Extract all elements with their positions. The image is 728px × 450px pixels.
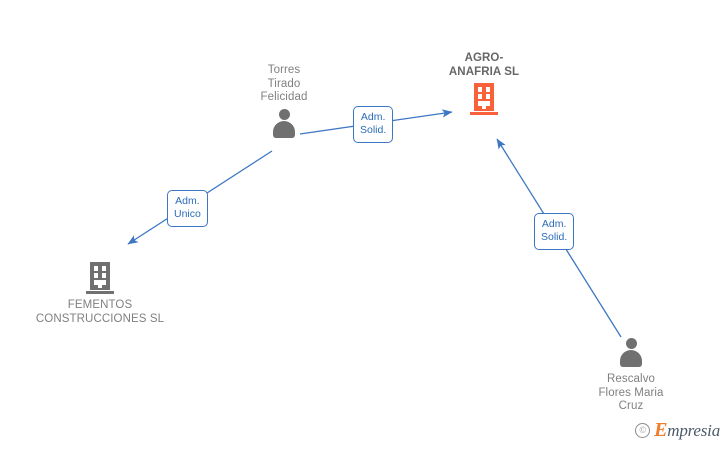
edge-label-torres-to-fementos[interactable]: Adm. Unico [167,190,208,227]
edge-label-torres-to-agro[interactable]: Adm. Solid. [353,106,394,143]
node-rescalvo[interactable]: Rescalvo Flores Maria Cruz [556,338,706,414]
node-fementos[interactable]: FEMENTOS CONSTRUCCIONES SL [25,262,175,326]
person-icon [618,338,644,368]
person-icon [271,108,297,139]
building-icon [470,83,498,115]
node-agro-anafria[interactable]: AGRO- ANAFRIA SL [409,52,559,115]
node-fementos-label: FEMENTOS CONSTRUCCIONES SL [35,299,165,325]
brand-initial: E [654,419,668,441]
empresia-watermark: © Empresia [635,419,720,442]
copyright-icon: © [635,423,651,438]
node-torres-tirado[interactable]: Torres Tirado Felicidad [209,64,359,139]
node-rescalvo-label: Rescalvo Flores Maria Cruz [598,373,664,412]
node-agro-anafria-label: AGRO- ANAFRIA SL [448,52,520,78]
edge-label-rescalvo-to-agro[interactable]: Adm. Solid. [534,213,575,250]
building-icon [86,262,114,294]
brand-rest: mpresia [667,421,720,440]
node-torres-tirado-label: Torres Tirado Felicidad [260,64,308,103]
brand-wordmark: Empresia [654,419,720,442]
